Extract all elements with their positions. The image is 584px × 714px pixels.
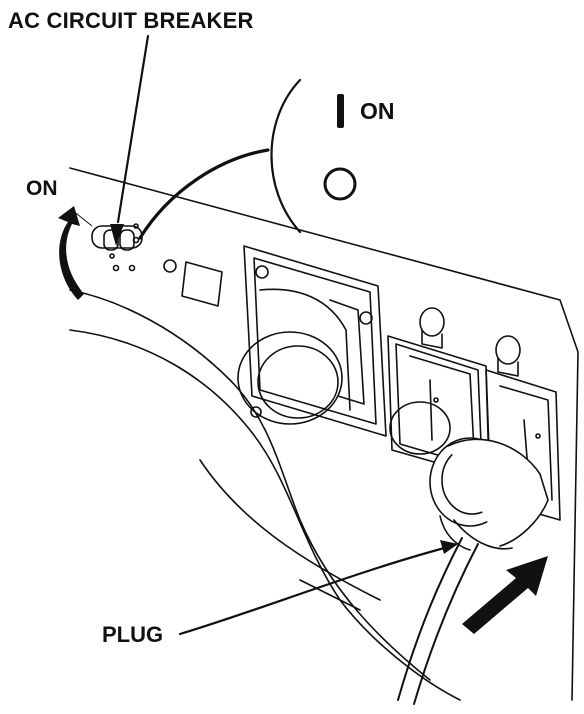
on-symbol-bar: [337, 94, 344, 128]
breaker-arrowhead: [110, 224, 124, 246]
on-direction-arrow-icon: [58, 206, 84, 300]
plug-label: PLUG: [102, 624, 163, 646]
pilot-light-right: [496, 336, 520, 376]
on-label-callout: ON: [360, 100, 395, 123]
off-symbol-circle: [325, 169, 355, 199]
on-label-breaker: ON: [26, 178, 58, 199]
insert-direction-arrow-icon: [462, 556, 548, 634]
breaker-label: AC CIRCUIT BREAKER: [8, 10, 254, 32]
breaker-leader-line: [118, 36, 148, 222]
plug: [430, 438, 548, 550]
large-outlet: [238, 246, 386, 436]
indicator-window: [182, 262, 222, 306]
control-panel: [70, 168, 578, 700]
panel-screw: [164, 260, 176, 272]
pilot-light-left: [420, 308, 444, 348]
callout-zoom: [140, 80, 300, 238]
